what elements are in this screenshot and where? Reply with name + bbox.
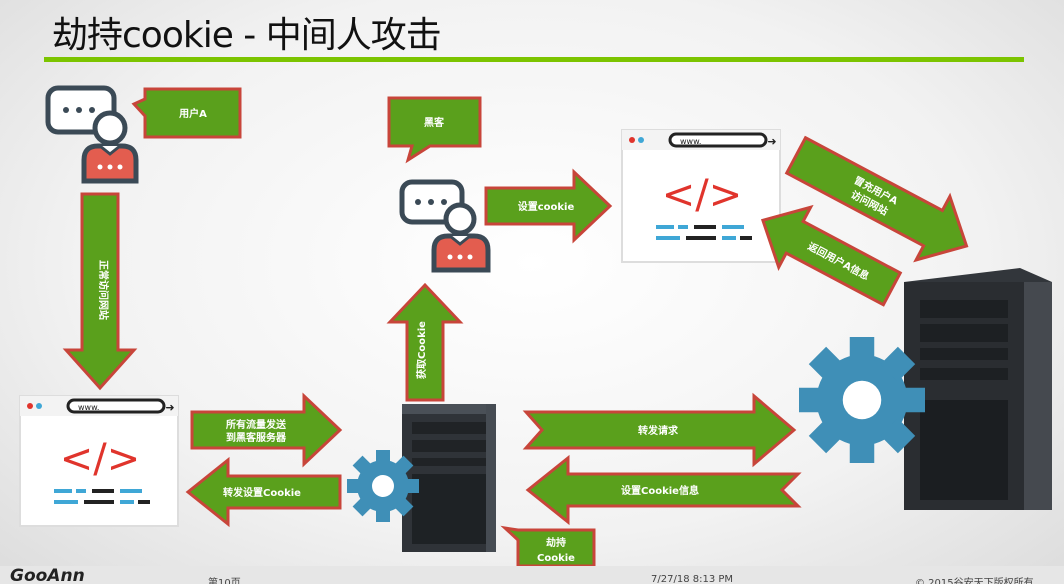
- footer-page-number: 第10页: [208, 578, 241, 584]
- arrow-forward-set-cookie: 转发设置Cookie: [185, 456, 342, 528]
- arrow-normal-visit: 正常访问网站: [62, 192, 138, 391]
- callout-hacker-text: 黑客: [424, 116, 445, 129]
- user-chat-icon: [45, 85, 139, 184]
- svg-text:➜: ➜: [767, 135, 776, 148]
- svg-text:➜: ➜: [165, 401, 174, 414]
- arrow-set-cookie-info: 设置Cookie信息: [525, 454, 802, 526]
- arrow-normal-visit-label: 正常访问网站: [97, 260, 110, 320]
- browser-url-text: www.: [680, 137, 701, 146]
- footer-copyright: © 2015谷安天下版权所有: [915, 578, 1034, 584]
- browser-window-icon: www. ➜ </>: [19, 395, 179, 527]
- footer-date: 7/27/18 8:13 PM: [651, 574, 734, 584]
- arrow-forward-set-cookie-label: 转发设置Cookie: [223, 486, 301, 499]
- mitm-diagram: 用户A 黑客 www. ➜ </>: [19, 85, 1052, 566]
- footer-bar: [0, 566, 1064, 584]
- browser-url-text: www.: [78, 403, 99, 412]
- callout-hacker: 黑客: [387, 96, 482, 164]
- callout-hijack: 劫持 Cookie: [500, 525, 596, 566]
- arrow-forward-request: 转发请求: [522, 392, 797, 468]
- gear-icon: [799, 337, 925, 463]
- arrow-all-traffic: 所有流量发送 到黑客服务器: [190, 392, 343, 468]
- arrow-all-traffic-line2: 到黑客服务器: [226, 431, 287, 444]
- callout-user-a-text: 用户A: [178, 107, 207, 120]
- hacker-chat-icon: [399, 179, 491, 273]
- arrow-get-cookie-label: 获取Cookie: [415, 321, 428, 380]
- callout-hijack-line1: 劫持: [546, 536, 566, 549]
- browser-code-symbol: </>: [60, 436, 141, 482]
- browser-code-symbol: </>: [662, 172, 743, 218]
- footer-logo: GooAnn: [10, 566, 85, 584]
- callout-hijack-line2: Cookie: [537, 553, 575, 564]
- callout-user-a: 用户A: [131, 87, 242, 139]
- server-tower-icon: [904, 268, 1052, 510]
- page-title: 劫持cookie - 中间人攻击: [52, 15, 442, 56]
- server-tower-icon: [402, 404, 496, 552]
- browser-window-icon: www. ➜ </>: [621, 129, 781, 263]
- arrow-get-cookie: 获取Cookie: [386, 282, 464, 402]
- arrow-set-cookie-info-label: 设置Cookie信息: [621, 484, 699, 497]
- arrow-forward-request-label: 转发请求: [638, 424, 679, 437]
- arrow-all-traffic-line1: 所有流量发送: [226, 418, 287, 431]
- title-underline: [44, 57, 1024, 62]
- gear-icon: [347, 450, 419, 522]
- arrow-set-cookie-label: 设置cookie: [518, 200, 575, 213]
- arrow-set-cookie: 设置cookie: [484, 168, 613, 244]
